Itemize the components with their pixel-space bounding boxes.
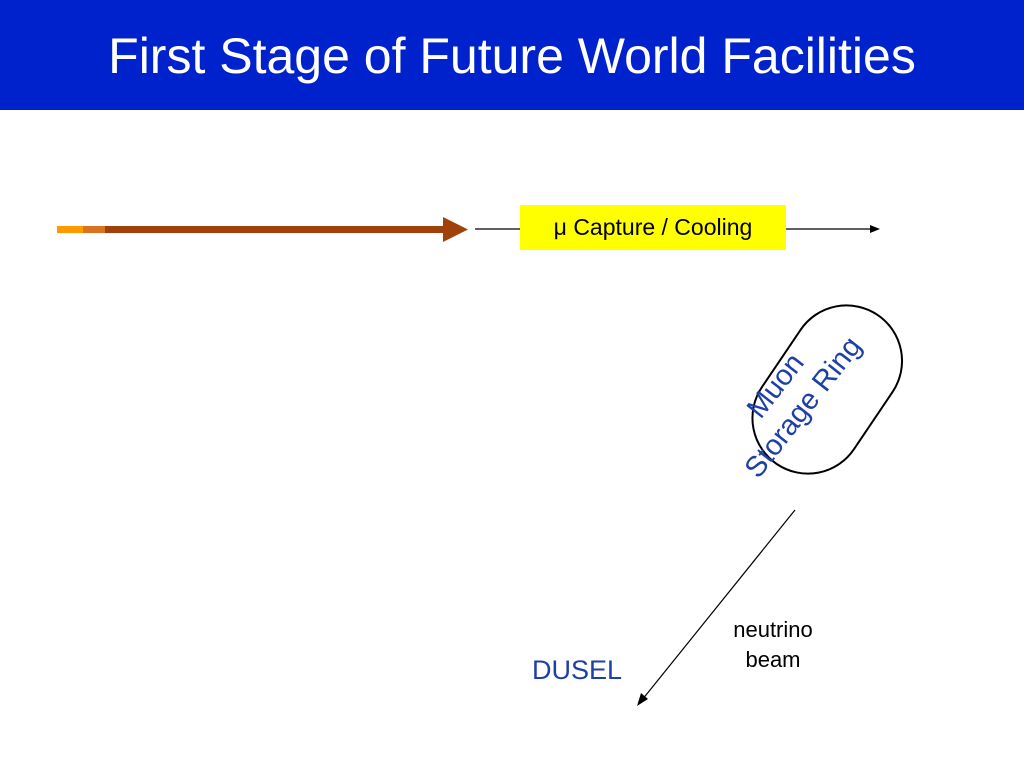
beam-stub-dark-orange — [83, 226, 105, 233]
slide-title: First Stage of Future World Facilities — [108, 28, 916, 84]
neutrino-beam-label-line2: beam — [745, 647, 801, 672]
title-bar: First Stage of Future World Facilities — [0, 0, 1024, 110]
neutrino-beam-line — [641, 509, 796, 701]
muon-storage-ring — [751, 304, 904, 475]
proton-beam-arrowhead — [443, 217, 468, 242]
neutrino-beam-arrowhead — [637, 693, 648, 706]
neutrino-beam-label-line1: neutrino — [733, 617, 813, 642]
dusel-label: DUSEL — [532, 655, 623, 685]
neutrino-beam-label: neutrino beam — [703, 615, 843, 675]
capture-cooling-box: μ Capture / Cooling — [520, 205, 786, 250]
proton-beam-arrow-shaft — [105, 226, 450, 233]
beam-stub-orange — [57, 226, 83, 233]
capture-output-arrowhead — [870, 225, 880, 233]
